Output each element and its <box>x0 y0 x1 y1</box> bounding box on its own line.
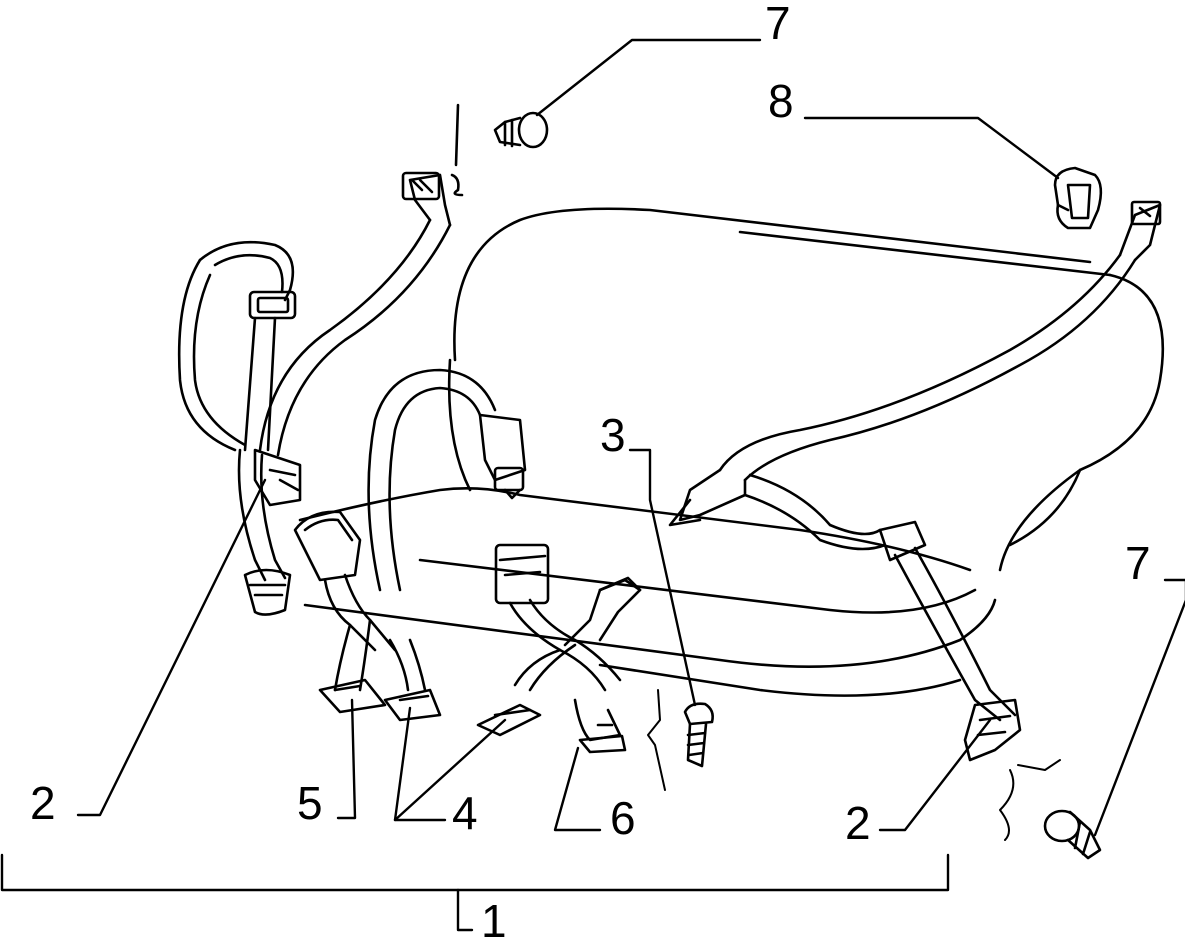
rear-seat-outline <box>298 207 1165 697</box>
left-buckle-pair <box>293 510 442 722</box>
callout-7-right: 7 <box>1125 537 1151 589</box>
callout-5: 5 <box>297 777 323 829</box>
callout-1: 1 <box>481 895 507 938</box>
callout-7-top: 7 <box>765 0 791 49</box>
callout-6: 6 <box>610 792 636 844</box>
callout-8: 8 <box>768 75 794 127</box>
break-lines <box>647 689 1061 841</box>
callout-2-right: 2 <box>845 797 871 849</box>
left-shoulder-belt <box>177 240 302 616</box>
bolt-7-right-drawing <box>1043 809 1102 860</box>
bolt-7-top-drawing <box>493 111 549 149</box>
center-lap-belt <box>367 368 527 592</box>
leader-lines <box>76 38 1185 837</box>
assembly-bracket <box>0 853 950 932</box>
center-buckle-pair <box>476 543 642 754</box>
left-upper-belt <box>258 103 464 457</box>
callout-4: 4 <box>452 787 478 839</box>
right-shoulder-belt <box>668 200 1162 762</box>
callout-2-left: 2 <box>30 777 56 829</box>
bolt-3-drawing <box>683 702 714 768</box>
callout-3: 3 <box>600 409 626 461</box>
cap-8-drawing <box>1053 166 1103 230</box>
